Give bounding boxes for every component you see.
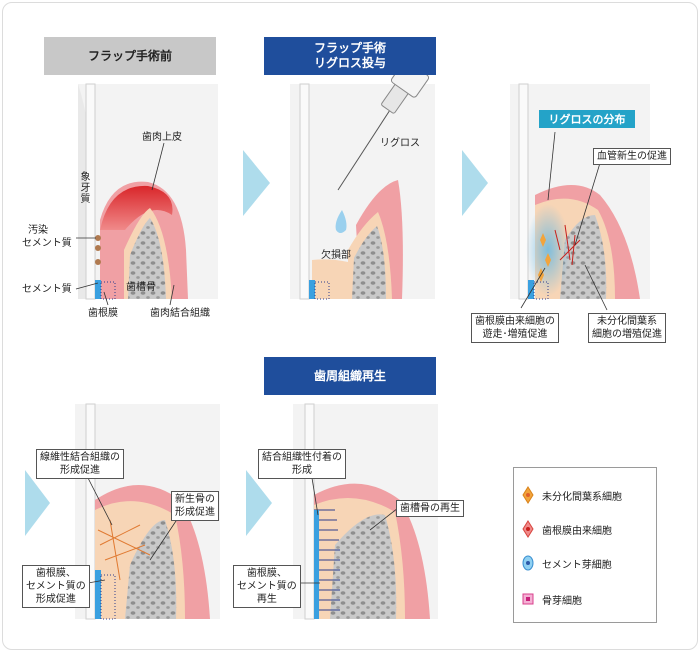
flow-arrow xyxy=(243,150,270,216)
label-gingival-connective: 歯肉結合組織 xyxy=(150,308,210,319)
pdl xyxy=(100,281,116,300)
box-angiogenesis: 血管新生の促進 xyxy=(593,148,671,165)
flow-arrow xyxy=(246,470,272,536)
legend-item-mesenchymal: 未分化間葉系細胞 xyxy=(520,486,622,504)
contaminated-cementum-dot xyxy=(95,259,101,265)
label-pdl: 歯根膜 xyxy=(88,308,118,319)
box-new-bone: 新生骨の形成促進 xyxy=(171,491,219,521)
box-bone-regeneration: 歯槽骨の再生 xyxy=(396,500,464,517)
mesenchymal-cell-icon xyxy=(522,486,534,504)
pdl-cell-icon xyxy=(522,520,534,538)
alveolar-bone xyxy=(125,520,177,619)
badge-distribution: リグロスの分布 xyxy=(539,110,635,128)
alveolar-bone xyxy=(330,514,397,619)
header-regeneration: 歯周組織再生 xyxy=(264,357,436,395)
leader-line xyxy=(87,477,113,526)
leader-line xyxy=(151,142,165,191)
mesenchymal-cells xyxy=(538,233,551,282)
panel-emdogain xyxy=(290,60,435,300)
alveolar-bone xyxy=(560,215,607,299)
label-defect: 欠損部 xyxy=(321,250,351,261)
header-before-surgery: フラップ手術前 xyxy=(44,37,216,75)
attachment-fibers xyxy=(314,509,340,611)
pdl xyxy=(314,281,330,300)
regroth-distribution xyxy=(526,204,570,296)
leader-line xyxy=(103,291,109,306)
fibers xyxy=(97,519,151,581)
contaminated-cementum-dot xyxy=(95,245,101,251)
label-cementum: セメント質 xyxy=(22,284,72,295)
contaminated-cementum-dot xyxy=(95,235,101,241)
tooth-root xyxy=(518,83,529,300)
cementum-layer xyxy=(528,280,534,299)
label-contaminated-1: 汚染 xyxy=(28,225,48,236)
pdl xyxy=(100,574,116,620)
label-gingival-epithelium: 歯肉上皮 xyxy=(142,132,182,143)
cementum-layer xyxy=(309,280,315,299)
legend-item-cementoblast: セメント芽細胞 xyxy=(520,554,612,572)
label-alveolar-bone: 歯槽骨 xyxy=(126,282,156,293)
cementum-layer xyxy=(314,510,319,619)
panel-regeneration xyxy=(293,403,438,620)
leader-line xyxy=(547,131,556,201)
box-attachment: 結合組織性付着の形成 xyxy=(258,449,346,479)
box-fibrous-tissue: 線維性結合組織の形成促進 xyxy=(36,449,124,479)
box-pdl-formation: 歯根膜、セメント質の形成促進 xyxy=(22,565,90,608)
tooth-root xyxy=(299,83,310,300)
regroth-drop xyxy=(335,210,347,233)
tooth-root xyxy=(304,403,315,620)
blood-vessel xyxy=(554,224,581,266)
alveolar-bone xyxy=(352,226,386,299)
cementum-layer xyxy=(95,570,101,619)
leader-line xyxy=(311,477,319,516)
box-pdl-regeneration: 歯根膜、セメント質の再生 xyxy=(233,565,301,608)
cementum-layer xyxy=(95,280,101,299)
panel-distribution xyxy=(510,83,650,311)
leader-line xyxy=(87,579,106,584)
alveolar-bone xyxy=(128,218,166,299)
label-regroth: リグロス xyxy=(380,138,420,149)
label-contaminated-2: セメント質 xyxy=(22,238,72,249)
syringe-needle xyxy=(337,109,391,191)
box-mesenchymal: 未分化間葉系細胞の増殖促進 xyxy=(588,313,666,343)
box-pdl-cells: 歯根膜由来細胞の遊走･増殖促進 xyxy=(471,313,559,343)
header-surgery-regroth: フラップ手術リグロス投与 xyxy=(264,37,436,75)
leader-line xyxy=(574,162,601,246)
osteoblast-icon xyxy=(522,593,534,605)
legend-item-pdl-cell: 歯根膜由来細胞 xyxy=(520,520,612,538)
leader-line xyxy=(75,282,99,290)
gingival-epithelium xyxy=(100,185,173,230)
leader-line xyxy=(149,517,179,561)
leader-line xyxy=(584,264,608,311)
flow-arrow xyxy=(462,150,488,216)
defect-area xyxy=(312,259,348,299)
legend-item-osteoblast: 骨芽細胞 xyxy=(520,590,582,608)
leader-line xyxy=(169,284,175,306)
legend: 未分化間葉系細胞 歯根膜由来細胞 セメント芽細胞 骨芽細胞 xyxy=(513,467,657,623)
panel-before-surgery xyxy=(75,83,218,306)
tooth-root xyxy=(85,83,96,300)
label-dentin: 象牙質 xyxy=(80,172,91,205)
leader-line xyxy=(520,267,546,309)
flow-arrow xyxy=(25,470,50,536)
leader-line xyxy=(369,507,399,531)
cementoblast-icon xyxy=(522,555,534,571)
